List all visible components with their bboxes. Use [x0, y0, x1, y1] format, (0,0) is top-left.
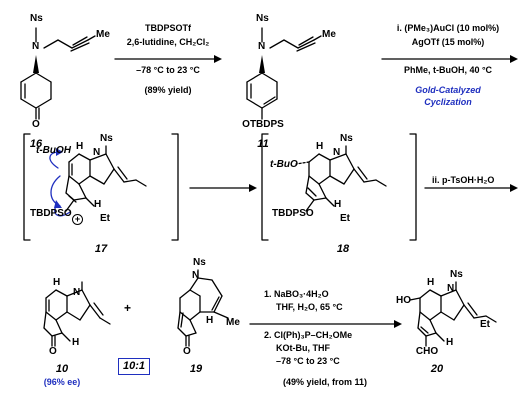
atom-me-11: Me [322, 29, 336, 40]
atom-n-19: N [192, 270, 200, 281]
atom-ns-20: Ns [450, 269, 463, 280]
step4-r2b: KOt-Bu, THF [276, 343, 330, 353]
structure-17 [49, 145, 147, 217]
step4-yield: (49% yield, from 11) [282, 377, 368, 387]
atom-me-16: Me [96, 29, 110, 40]
step2-reagent2: AgOTf (15 mol%) [411, 37, 485, 47]
atom-h-18-bottom: H [334, 199, 342, 210]
atom-tbuo-18: t-BuO [270, 159, 298, 170]
step2-reagent1: i. (PMe₃)AuCl (10 mol%) [396, 23, 500, 33]
compound-label-17: 17 [94, 243, 108, 255]
atom-ho-20: HO [396, 295, 411, 306]
step4-r1b: THF, H₂O, 65 °C [276, 302, 343, 312]
atom-n-10: N [73, 287, 81, 298]
step1-reagent1: TBDPSOTf [145, 23, 191, 33]
atom-ns-17: Ns [100, 133, 113, 144]
atom-h-20-top: H [427, 277, 435, 288]
structure-20 [409, 281, 497, 347]
atom-o-16: O [32, 119, 40, 130]
compound-label-19: 19 [189, 363, 203, 375]
atom-tbuoh-17: t-BuOH [36, 145, 71, 156]
step4-r2: 2. Cl(Ph)₃P–CH₂OMe [264, 330, 353, 340]
step3-reagent: ii. p-TsOH·H₂O [432, 175, 495, 185]
atom-et-17: Et [100, 213, 110, 224]
atom-tbdpso-17: TBDPSO [30, 208, 72, 219]
atom-n-17: N [93, 147, 101, 158]
atom-h-18-top: H [316, 141, 324, 152]
atom-ns-11: Ns [256, 13, 269, 24]
compound-label-10: 10 [55, 363, 69, 375]
atom-h-10-bottom: H [72, 337, 80, 348]
step2-label-line1: Gold-Catalyzed [415, 85, 481, 95]
structure-19 [177, 269, 229, 347]
atom-ns-16: Ns [30, 13, 43, 24]
atom-otbdps-11: OTBDPS [242, 119, 284, 130]
atom-o-19: O [183, 346, 191, 357]
atom-tbdpso-18: TBDPSO [272, 208, 314, 219]
compound-label-11: 11 [257, 138, 269, 150]
structure-18 [295, 145, 387, 212]
structure-11 [246, 27, 322, 120]
atom-n-11: N [258, 41, 266, 52]
ratio-box: 10:1 [118, 358, 151, 375]
atom-n-16: N [32, 41, 40, 52]
atom-h-10-top: H [53, 277, 61, 288]
step4-r1: 1. NaBO₃·4H₂O [264, 289, 329, 299]
compound-label-20: 20 [430, 363, 444, 375]
atom-me-19: Me [226, 317, 240, 328]
atom-ns-19: Ns [193, 257, 206, 268]
atom-et-18: Et [340, 213, 350, 224]
step2-label-line2: Cyclization [424, 97, 472, 107]
step4-r2c: –78 °C to 23 °C [276, 356, 340, 366]
atom-o-10: O [49, 346, 57, 357]
atom-et-20: Et [480, 319, 490, 330]
atom-h-17-bottom: H [94, 199, 102, 210]
ee-label-10: (96% ee) [43, 377, 81, 387]
step1-reagent2: 2,6-lutidine, CH₂Cl₂ [126, 37, 210, 47]
atom-h-20-bottom: H [446, 337, 454, 348]
atom-n-20: N [447, 283, 455, 294]
step1-conditions: –78 °C to 23 °C [136, 65, 200, 75]
plus-sign: + [124, 301, 132, 315]
step2-conditions: PhMe, t-BuOH, 40 °C [403, 65, 493, 75]
compound-label-16: 16 [29, 138, 43, 150]
step1-yield: (89% yield) [144, 85, 192, 95]
compound-label-18: 18 [336, 243, 350, 255]
structure-10 [43, 281, 111, 347]
atom-h-17-top: H [76, 141, 84, 152]
structure-16 [20, 27, 96, 120]
atom-h-19: H [206, 315, 214, 326]
atom-cho-20: CHO [415, 346, 439, 357]
charge-plus-17: + [72, 214, 83, 225]
atom-ns-18: Ns [340, 133, 353, 144]
atom-n-18: N [333, 147, 341, 158]
